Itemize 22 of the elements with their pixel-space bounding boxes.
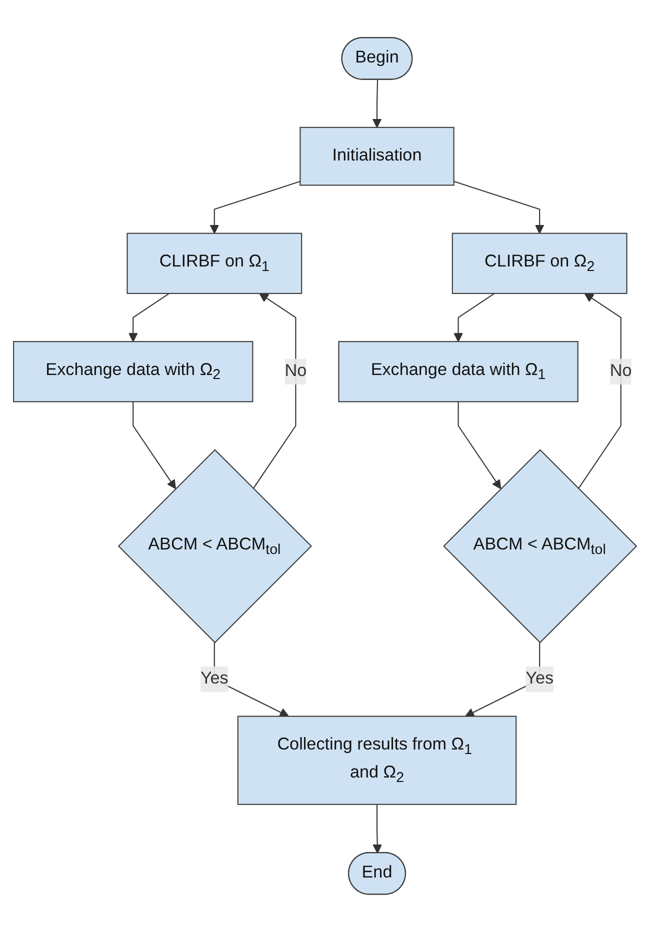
arrow [372, 804, 382, 854]
node-box: CLIRBF on Ω$_{2}$ [451, 232, 627, 294]
arrow [453, 180, 544, 234]
arrow [252, 292, 296, 489]
edge-label: Yes [200, 669, 228, 688]
node-box: Exchange data with Ω$_{2}$ [12, 340, 253, 402]
arrow [453, 292, 494, 342]
arrow [209, 180, 300, 234]
node-box: Collecting results from Ω$_{1}$ and Ω$_{2}$ [236, 715, 516, 804]
node-diamond: ABCM < ABCM$_{tol}$ [442, 448, 637, 643]
edge-label: No [284, 362, 306, 380]
arrow [132, 401, 176, 489]
arrow [128, 292, 170, 342]
node-diamond: ABCM < ABCM$_{tol}$ [117, 448, 312, 643]
arrow [577, 292, 621, 489]
arrow [457, 401, 501, 489]
edge-label: Yes [525, 669, 554, 688]
node-box: CLIRBF on Ω$_{1}$ [126, 232, 302, 294]
node-box: Exchange data with Ω$_{1}$ [338, 340, 578, 402]
edge-label: No [609, 362, 632, 380]
arrow [372, 79, 382, 128]
node-box: Initialisation [299, 126, 454, 186]
